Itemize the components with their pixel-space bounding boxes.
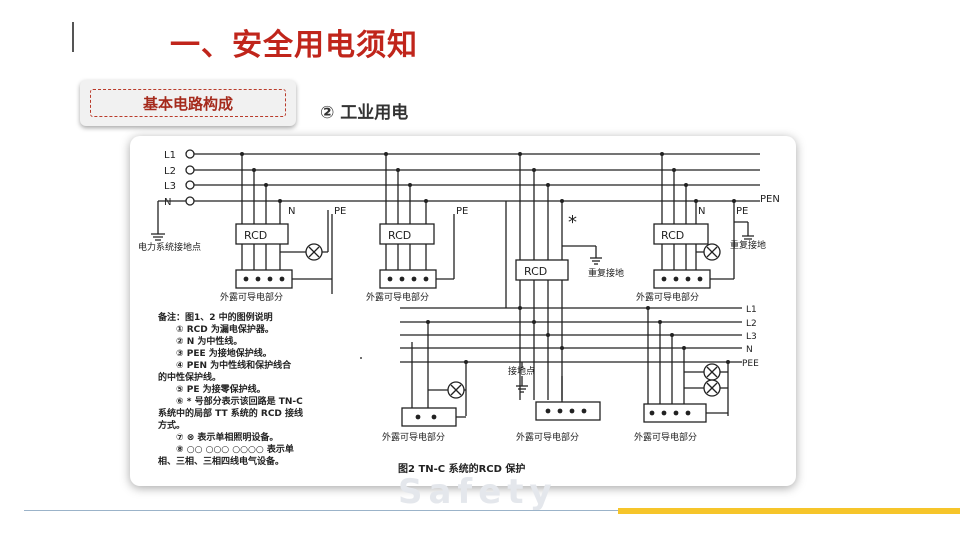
lower-bus-label-n: N: [746, 345, 753, 355]
bus-label-l2: L2: [164, 166, 176, 177]
watermark: Safety: [398, 472, 558, 512]
exposed-part-label-5: 外露可导电部分: [516, 431, 579, 443]
repeat-ground-label-center: 重复接地: [588, 267, 624, 279]
legend-line: 备注：图1、2 中的图例说明: [157, 311, 273, 323]
lower-bus-label-l3: L3: [746, 332, 757, 342]
rcd-label-1: RCD: [244, 229, 267, 242]
pe-label-1: PE: [334, 206, 346, 217]
legend-line: 的中性保护线。: [158, 371, 221, 383]
power-ground-label: 电力系统接地点: [138, 241, 201, 253]
legend-line: 系统中的局部 TT 系统的 RCD 接线: [158, 407, 303, 419]
star-mark: *: [568, 212, 577, 233]
lower-bus-label-l1: L1: [746, 305, 757, 315]
n-label-1: N: [288, 206, 295, 217]
legend-line: 相、三相、三相四线电气设备。: [158, 455, 284, 467]
legend-line: ⑦ ⊗ 表示单相照明设备。: [176, 431, 278, 443]
pe-label-3: PE: [736, 206, 748, 217]
pen-label: PEN: [760, 194, 780, 205]
n-label-2: N: [698, 206, 705, 217]
legend-line: ② N 为中性线。: [176, 335, 242, 347]
legend-line: 方式。: [158, 419, 185, 431]
footer-accent-bar: [618, 508, 960, 514]
circuit-svg: L1 L2 L3 N PEN N PE PE N PE 电力系统接地点 重复接地…: [138, 149, 780, 475]
legend-line: ⑥ * 号部分表示该回路是 TN-C: [176, 395, 303, 407]
section-tag-label: 基本电路构成: [90, 89, 286, 117]
bus-label-n: N: [164, 197, 171, 208]
exposed-part-label-6: 外露可导电部分: [634, 431, 697, 443]
exposed-part-label-2: 外露可导电部分: [366, 291, 429, 303]
page-title: 一、安全用电须知: [170, 28, 418, 63]
section-subtitle: ② 工业用电: [320, 103, 409, 123]
legend-line: ⑤ PE 为接零保护线。: [176, 383, 266, 395]
rcd-label-2: RCD: [388, 229, 411, 242]
pe-label-2: PE: [456, 206, 468, 217]
exposed-part-label-4: 外露可导电部分: [382, 431, 445, 443]
legend-line: ① RCD 为漏电保护器。: [176, 323, 274, 335]
rcd-label-3: RCD: [524, 265, 547, 278]
legend-line: ④ PEN 为中性线和保护线合: [176, 359, 292, 371]
ground-point-label: 接地点: [508, 365, 535, 377]
title-divider: [72, 22, 74, 52]
legend-line: ③ PEE 为接地保护线。: [176, 347, 272, 359]
rcd-label-4: RCD: [661, 229, 684, 242]
exposed-part-label-3: 外露可导电部分: [636, 291, 699, 303]
section-tag: 基本电路构成: [80, 80, 296, 126]
exposed-part-label-1: 外露可导电部分: [220, 291, 283, 303]
circuit-diagram: L1 L2 L3 N PEN N PE PE N PE 电力系统接地点 重复接地…: [130, 136, 796, 486]
bus-label-l1: L1: [164, 150, 176, 161]
lower-bus-label-l2: L2: [746, 319, 757, 329]
bus-label-l3: L3: [164, 181, 176, 192]
legend-line: ⑧ ○○ ○○○ ○○○○ 表示单: [176, 443, 294, 455]
lower-bus-label-pee: PEE: [742, 359, 759, 369]
repeat-ground-label-right: 重复接地: [730, 239, 766, 251]
footer-line: [24, 510, 624, 511]
figure-caption: 图2 TN-C 系统的RCD 保护: [398, 462, 525, 475]
